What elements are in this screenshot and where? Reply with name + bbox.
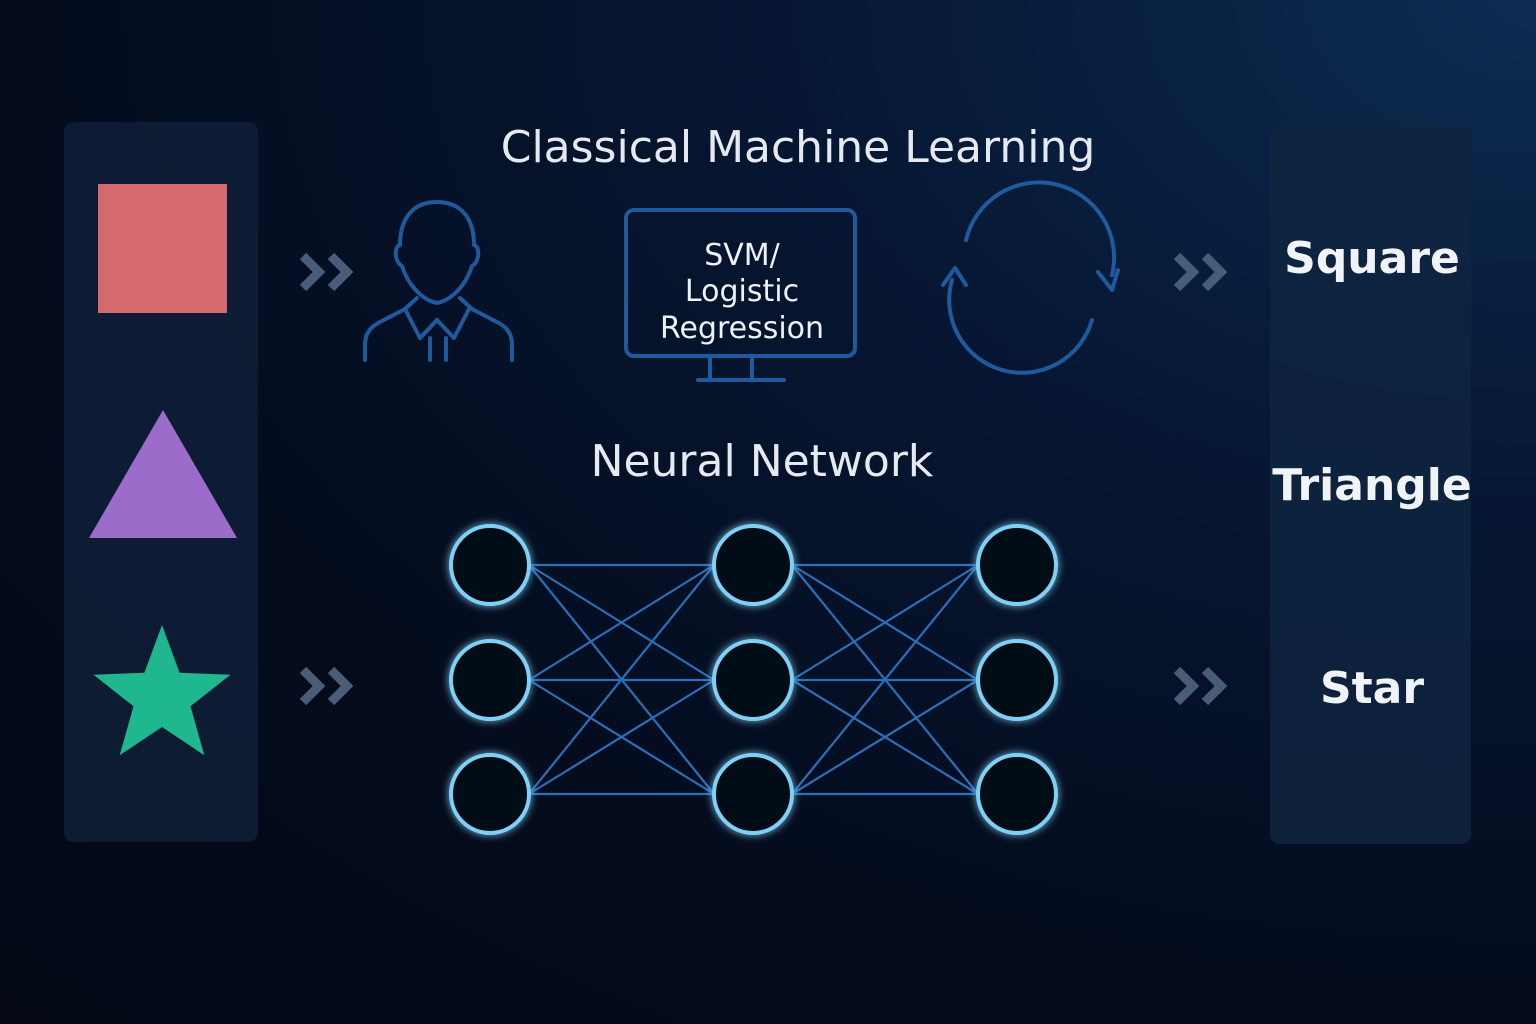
network-edge: [791, 564, 979, 681]
network-edge: [791, 679, 979, 795]
chevron-right-icon: [1173, 252, 1228, 292]
network-edge: [528, 564, 715, 795]
monitor-line-3: Regression: [660, 311, 824, 346]
network-node: [712, 524, 794, 606]
network-node: [449, 753, 531, 835]
star-shape: [93, 625, 231, 756]
network-node: [712, 753, 794, 835]
network-node: [449, 639, 531, 721]
output-label-square: Square: [1284, 233, 1460, 284]
classical-ml-title: Classical Machine Learning: [501, 122, 1096, 173]
network-node: [449, 524, 531, 606]
network-node: [976, 524, 1058, 606]
chevron-right-icon: [299, 252, 354, 292]
network-edge: [528, 564, 715, 681]
monitor-icon: [624, 208, 857, 382]
network-edges: [528, 563, 979, 796]
chevron-right-icon: [1173, 666, 1228, 706]
network-edge: [791, 564, 979, 795]
network-node: [976, 639, 1058, 721]
monitor-line-2: Logistic: [685, 274, 799, 309]
output-panel: [1270, 125, 1471, 844]
network-nodes: [449, 524, 1058, 835]
square-shape: [98, 184, 227, 313]
refresh-cycle-icon: [941, 180, 1120, 375]
output-label-triangle: Triangle: [1272, 460, 1471, 511]
neural-network-title: Neural Network: [591, 436, 934, 487]
network-node: [712, 639, 794, 721]
network-node: [976, 753, 1058, 835]
chevron-right-icon: [299, 666, 354, 706]
monitor-line-1: SVM/: [704, 238, 780, 273]
person-icon: [363, 200, 514, 362]
output-label-star: Star: [1320, 663, 1424, 714]
network-edge: [528, 679, 715, 795]
triangle-shape: [89, 410, 237, 538]
